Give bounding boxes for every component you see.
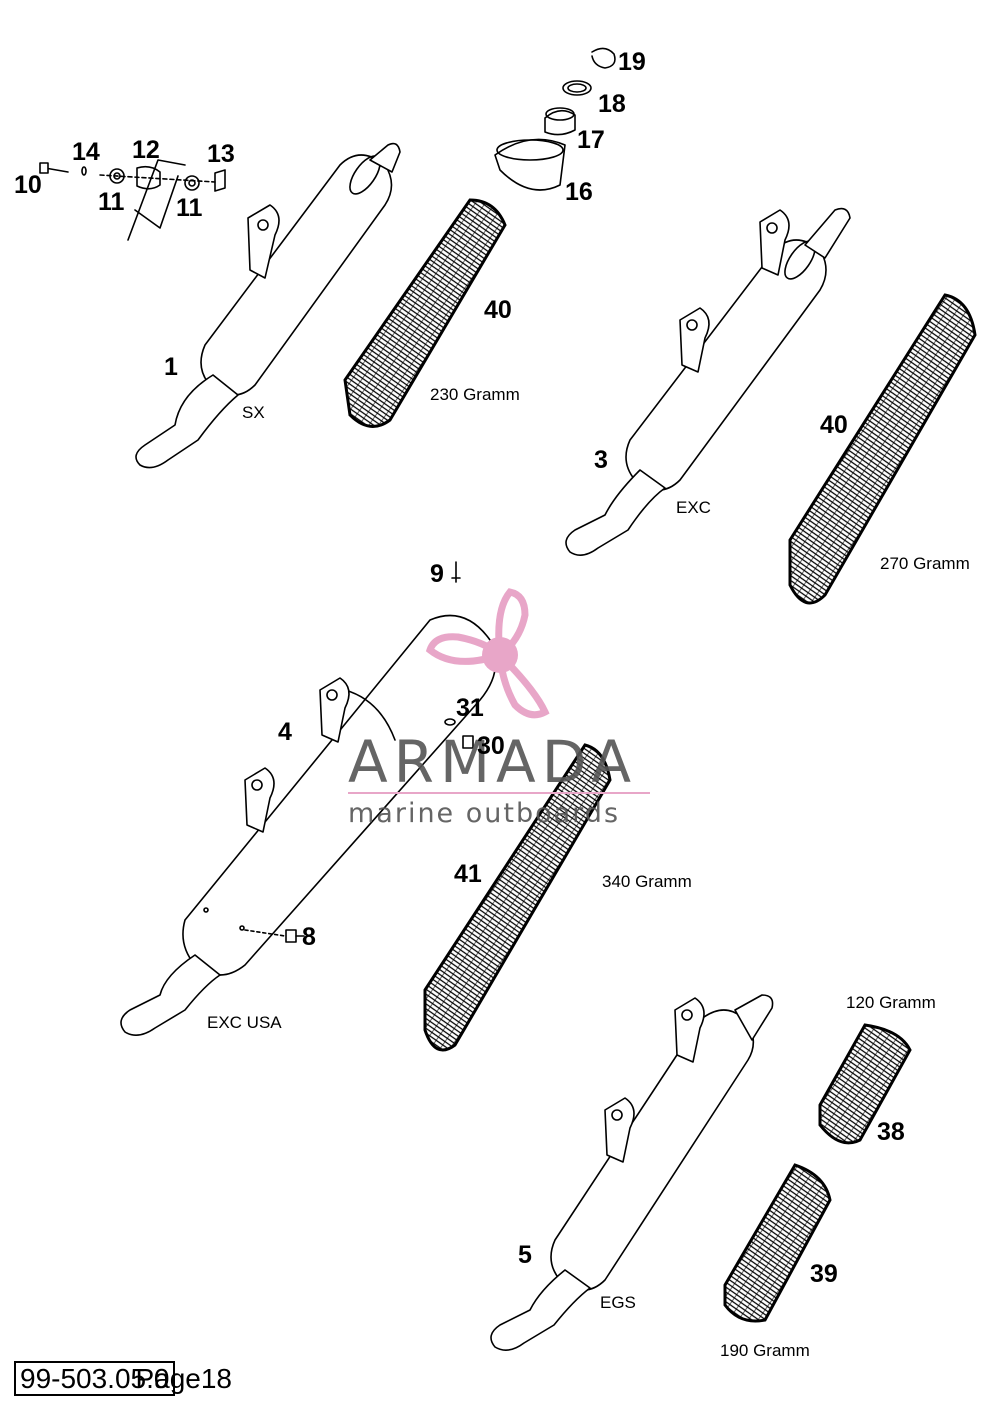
callout-31: 31: [456, 694, 484, 722]
callout-11b: 11: [176, 194, 203, 222]
callout-13: 13: [207, 140, 235, 168]
muffler-exc: [565, 207, 851, 556]
watermark-tagline: marine outboards: [348, 798, 620, 829]
variant-label-egs: EGS: [600, 1293, 636, 1312]
variant-label-exc: EXC: [676, 498, 711, 517]
callout-16: 16: [565, 178, 593, 206]
weight-label-270: 270 Gramm: [880, 554, 970, 573]
callout-4: 4: [278, 718, 292, 746]
packing-insert-38: [818, 1023, 912, 1145]
mount-hardware-group: [39, 159, 226, 241]
callout-30: 30: [477, 732, 505, 760]
callout-8: 8: [302, 923, 316, 951]
callout-19: 19: [618, 48, 646, 76]
callout-5: 5: [518, 1241, 532, 1269]
callout-14: 14: [72, 138, 100, 166]
callout-3: 3: [594, 446, 608, 474]
packing-insert-39: [723, 1163, 832, 1323]
muffler-sx: [135, 142, 401, 469]
callout-11a: 11: [98, 188, 125, 216]
muffler-exc-usa: [120, 614, 497, 1036]
end-cap-hardware-group: [494, 47, 616, 191]
callout-39: 39: [810, 1260, 838, 1288]
callout-40a: 40: [484, 296, 512, 324]
document-code: 99-503.05.0: [14, 1361, 176, 1396]
weight-label-340: 340 Gramm: [602, 872, 692, 891]
packing-insert-41: [423, 743, 612, 1052]
callout-18: 18: [598, 90, 626, 118]
callout-40b: 40: [820, 411, 848, 439]
weight-label-230: 230 Gramm: [430, 385, 520, 404]
callout-17: 17: [577, 126, 605, 154]
page-number-label: Page18: [135, 1363, 233, 1394]
variant-label-sx: SX: [242, 403, 265, 422]
callout-10: 10: [14, 171, 42, 199]
packing-insert-40-exc: [788, 293, 977, 605]
weight-label-120: 120 Gramm: [846, 993, 936, 1012]
callout-9: 9: [430, 560, 444, 588]
propeller-logo-icon: [425, 588, 550, 719]
variant-label-exc-usa: EXC USA: [207, 1013, 282, 1032]
packing-insert-40-sx: [343, 198, 507, 428]
callout-41: 41: [454, 860, 482, 888]
muffler-egs: [490, 994, 774, 1351]
callout-38: 38: [877, 1118, 905, 1146]
watermark-brand: ARMADA: [348, 728, 637, 796]
callout-12: 12: [132, 136, 160, 164]
weight-label-190: 190 Gramm: [720, 1341, 810, 1360]
callout-1: 1: [164, 353, 178, 381]
hardware-9-30-31-8: [285, 561, 474, 943]
armada-watermark: ARMADA marine outboards: [348, 588, 650, 829]
page-footer: 99-503.05.0Page18: [14, 1361, 233, 1396]
